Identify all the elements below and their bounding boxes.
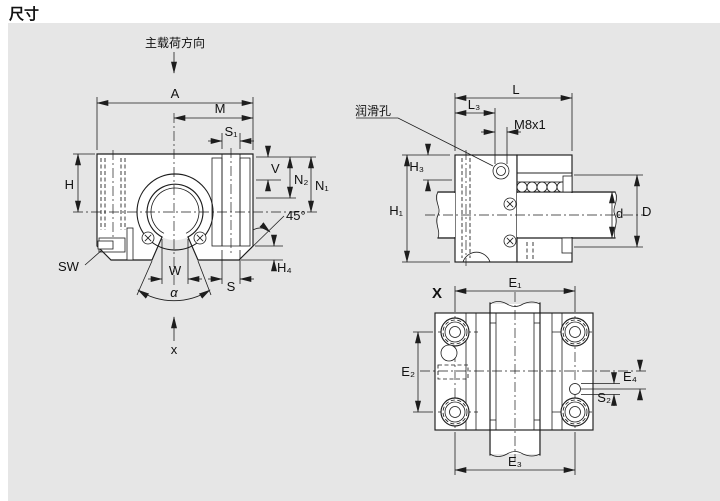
load-direction-label: 主载荷方向 — [145, 35, 205, 50]
dim-label-N2: N₂ — [294, 172, 308, 187]
dim-label-H1: H₁ — [389, 203, 403, 218]
clamp-plate — [126, 227, 134, 261]
dim-label-H3: H₃ — [409, 159, 424, 174]
dim-label-W: W — [169, 263, 182, 278]
dim-label-E2: E₂ — [401, 364, 415, 379]
dim-label-d: d — [616, 206, 623, 221]
top-view: X E₁ E₃ E₂ E₄ S₂ — [401, 275, 648, 475]
dim-label-chamfer: 45° — [286, 208, 306, 223]
mounting-holes — [440, 317, 590, 427]
x-axis-label: x — [171, 342, 178, 357]
page-title: 尺寸 — [9, 5, 40, 23]
dim-label-L: L — [512, 82, 519, 97]
rail-break-bottom — [489, 451, 541, 457]
seal-top — [562, 175, 573, 193]
dim-label-S1: S₁ — [224, 124, 238, 139]
face-screw-left — [141, 231, 155, 245]
dim-label-V: V — [271, 161, 280, 176]
lube-leader — [356, 117, 494, 167]
face-screw-right — [193, 231, 207, 245]
dim-label-H: H — [65, 177, 74, 192]
dim-label-D: D — [642, 204, 651, 219]
dim-label-L3: L₃ — [468, 97, 481, 112]
dim-label-E3: E₃ — [508, 454, 522, 469]
front-block-body — [97, 154, 253, 260]
front-view: 主载荷方向 A M S₁ V N₂ N₁ — [58, 35, 329, 357]
top-lube-hole — [440, 344, 458, 362]
casting-arc — [462, 251, 491, 263]
top-block-outline — [434, 312, 594, 431]
side-screw-top — [503, 197, 517, 211]
dim-label-SW: SW — [58, 259, 80, 274]
hidden-pocket — [437, 364, 469, 380]
dim-label-H4: H₄ — [277, 260, 292, 275]
bore-mid-circle — [146, 183, 204, 238]
lube-hole — [492, 162, 510, 180]
lube-hole-label: 润滑孔 — [355, 104, 391, 118]
dim-label-alpha: α — [170, 285, 178, 300]
dim-label-S: S — [227, 279, 236, 294]
grub-screw-socket — [97, 240, 114, 250]
dim-label-M: M — [215, 101, 226, 116]
dim-label-N1: N₁ — [315, 178, 329, 193]
dim-label-E4: E₄ — [623, 369, 637, 384]
seal-bottom — [561, 237, 573, 254]
bore-inner-circle — [150, 187, 200, 234]
dim-label-A: A — [171, 86, 180, 101]
dim-label-thread: M8x1 — [514, 117, 546, 132]
side-screw-bottom — [503, 234, 517, 248]
dim-label-E1: E₁ — [508, 275, 522, 290]
view-x-label: X — [432, 285, 442, 302]
dim-label-S2: S₂ — [597, 390, 611, 405]
s2-hole — [569, 383, 581, 395]
side-view: 润滑孔 L L₃ M8x1 H₃ H₁ d — [355, 82, 651, 266]
ball-row — [516, 181, 568, 193]
